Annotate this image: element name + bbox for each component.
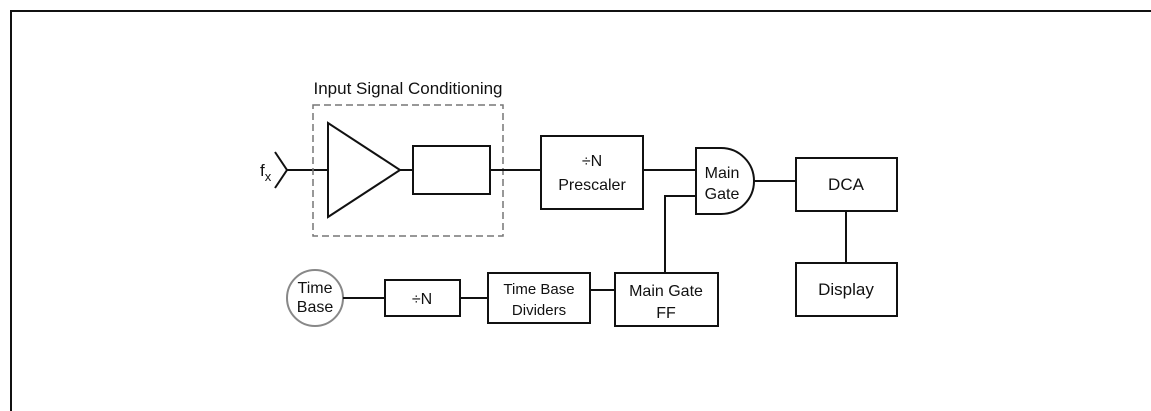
main-gate-ff-block (614, 272, 719, 327)
conditioner-block (412, 145, 491, 195)
figure-frame (10, 10, 1151, 411)
ff-to-gate-line (664, 195, 696, 273)
time-base-line1: Time (298, 280, 333, 297)
time-base-line2: Base (297, 299, 334, 316)
display-block (795, 262, 898, 317)
amplifier-icon (327, 121, 402, 219)
time-base-dividers-block (487, 272, 591, 324)
main-gate-line2: Gate (705, 186, 740, 203)
input-label: fx (260, 161, 272, 184)
time-base-block (286, 269, 344, 327)
prescaler-block (540, 135, 644, 210)
prescaler-line1: ÷N (582, 153, 602, 170)
display-label: Display (818, 280, 874, 299)
tb-dividers-line2: Dividers (512, 302, 566, 319)
prescaler-line2: Prescaler (558, 177, 626, 194)
main-gate-ff-line1: Main Gate (629, 283, 703, 300)
input-connector-icon (274, 151, 289, 189)
main-gate-line1: Main (705, 165, 740, 182)
section-label: Input Signal Conditioning (313, 79, 502, 98)
tb-dividers-line1: Time Base (503, 281, 574, 298)
dca-label: DCA (828, 175, 865, 194)
main-gate-ff-line2: FF (656, 305, 676, 322)
divide-n-label: ÷N (412, 291, 432, 308)
